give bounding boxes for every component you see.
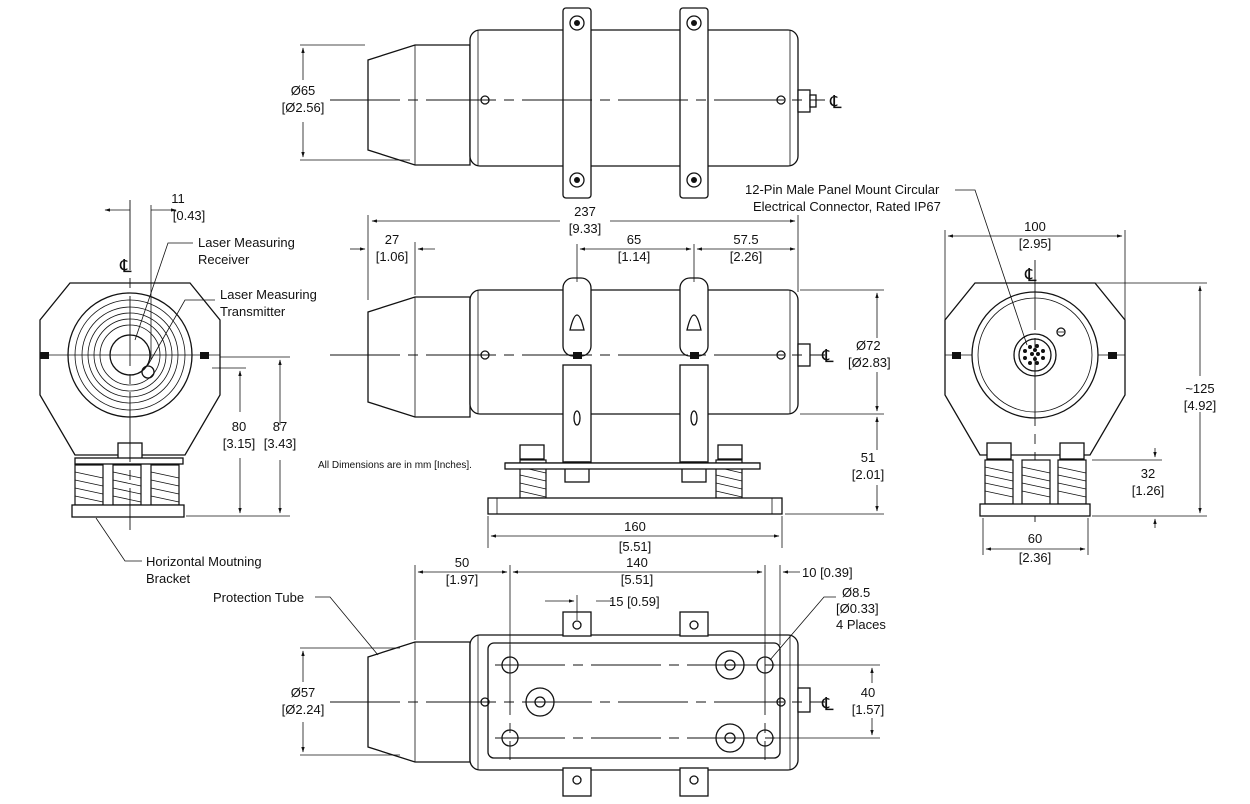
connector-pins [1023,344,1045,365]
bottom-dia57-mm: Ø57 [291,685,316,700]
right-end-view: ℄ 12-Pin Male Panel Mount Circular Elect… [745,182,1216,565]
front-d27-in: [1.06] [376,249,409,264]
transmitter-label-1: Laser Measuring [220,287,317,302]
left-offset-mm: 11 [171,191,185,206]
left-h87-in: [3.43] [264,436,297,451]
tube-label: Protection Tube [213,590,304,605]
bottom-d140-in: [5.51] [621,572,654,587]
bottom-d10: 10 [0.39] [802,565,853,580]
right-h125-mm: ~125 [1185,381,1214,396]
connector-label-1: 12-Pin Male Panel Mount Circular [745,182,940,197]
front-h51-mm: 51 [861,450,875,465]
front-centerline-symbol: ℄ [821,346,834,366]
front-d65-in: [1.14] [618,249,651,264]
receiver-label-2: Receiver [198,252,250,267]
front-base-mm: 160 [624,519,646,534]
left-centerline-symbol: ℄ [119,256,132,276]
right-w60-mm: 60 [1028,531,1042,546]
right-h32-in: [1.26] [1132,483,1165,498]
left-end-view: ℄ 11 [0.43] Laser Measuring Receiver Las… [39,191,317,586]
connector-label-2: Electrical Connector, Rated IP67 [753,199,941,214]
bottom-d50-in: [1.97] [446,572,479,587]
top-dia-mm: Ø65 [291,83,316,98]
bottom-d15: 15 [0.59] [609,594,660,609]
bracket-label-2: Bracket [146,571,190,586]
top-centerline-symbol: ℄ [829,92,842,112]
bottom-d50-mm: 50 [455,555,469,570]
right-h125-in: [4.92] [1184,398,1217,413]
bottom-d40-mm: 40 [861,685,875,700]
bottom-d140-mm: 140 [626,555,648,570]
front-d575-mm: 57.5 [733,232,758,247]
right-centerline-symbol: ℄ [1024,265,1037,285]
right-springs [984,442,1087,505]
right-w100-in: [2.95] [1019,236,1052,251]
front-h51-in: [2.01] [852,467,885,482]
front-dia72-mm: Ø72 [856,338,881,353]
hole-dia-in: [Ø0.33] [836,601,879,616]
front-d65-mm: 65 [627,232,641,247]
front-overall-in: [9.33] [569,221,602,236]
top-view: Ø65 [Ø2.56] ℄ [282,7,842,199]
front-overall-mm: 237 [574,204,596,219]
left-h80-in: [3.15] [223,436,256,451]
bottom-d40-in: [1.57] [852,702,885,717]
right-w60-in: [2.36] [1019,550,1052,565]
front-view: ℄ 237 [9.33] 27 [1.06] 65 [1.14] [330,204,891,554]
transmitter-label-2: Transmitter [220,304,286,319]
bracket-label-1: Horizontal Moutning [146,554,262,569]
front-d575-in: [2.26] [730,249,763,264]
left-h87-mm: 87 [273,419,287,434]
front-base-in: [5.51] [619,539,652,554]
units-note: All Dimensions are in mm [Inches]. [318,460,472,471]
front-springs [519,444,743,499]
bottom-view: ℄ 50 [1.97] 140 [5.51] 10 [0.39] 15 [0.5… [213,555,886,797]
bottom-centerline-symbol: ℄ [821,694,834,714]
bottom-dia57-in: [Ø2.24] [282,702,325,717]
top-dia-in: [Ø2.56] [282,100,325,115]
left-springs [74,464,180,506]
receiver-label-1: Laser Measuring [198,235,295,250]
front-d27-mm: 27 [385,232,399,247]
hole-qty: 4 Places [836,617,886,632]
hole-dia-mm: Ø8.5 [842,585,870,600]
right-h32-mm: 32 [1141,466,1155,481]
left-offset-in: [0.43] [173,208,206,223]
left-h80-mm: 80 [232,419,246,434]
right-w100-mm: 100 [1024,219,1046,234]
front-dia72-in: [Ø2.83] [848,355,891,370]
